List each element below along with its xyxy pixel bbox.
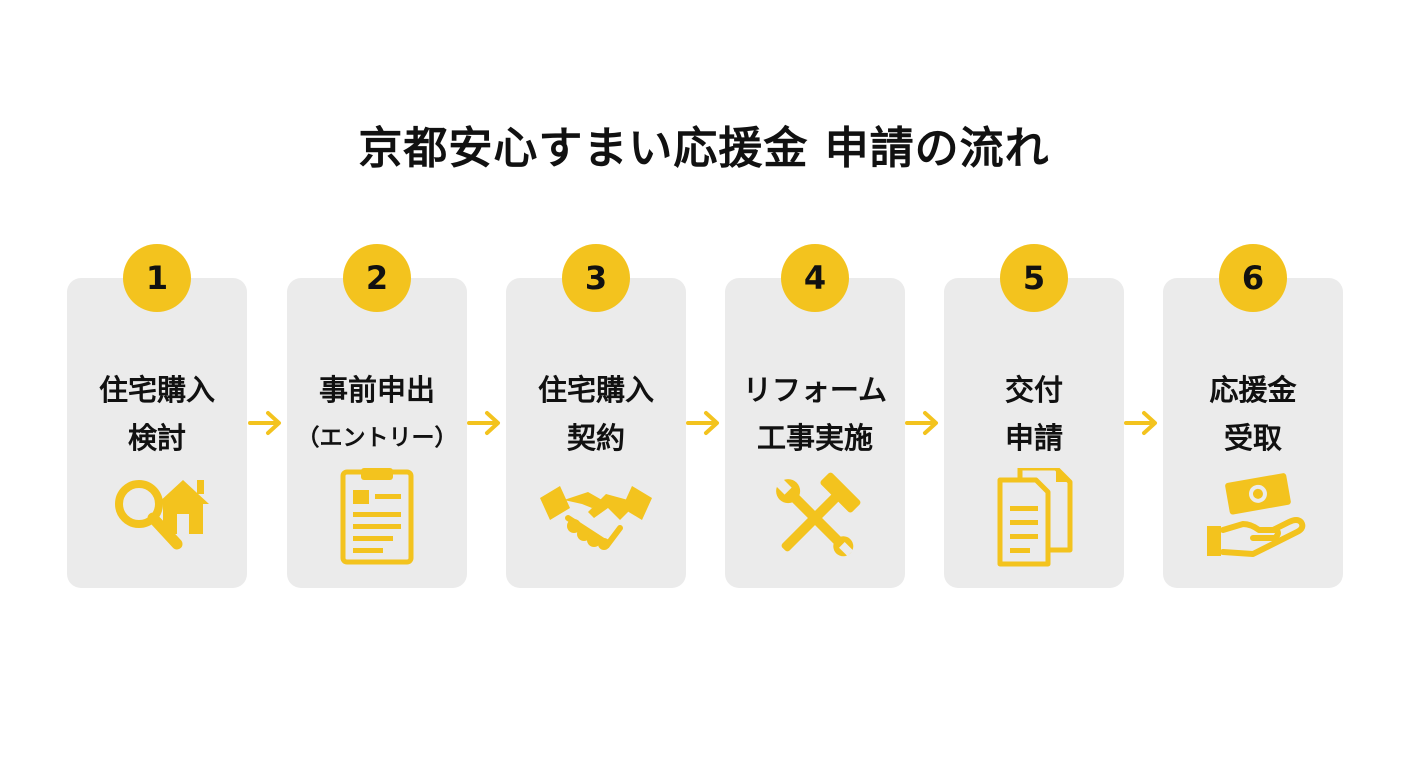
step-label: 交付 申請: [944, 366, 1124, 462]
step-card-6: 6 応援金 受取: [1163, 244, 1343, 588]
handshake-icon: [540, 486, 652, 550]
step-number-badge: 2: [343, 244, 411, 312]
step-card-2: 2 事前申出 （エントリー）: [287, 244, 467, 588]
step-label-line2: 受取: [1223, 421, 1282, 455]
step-label-line1: 応援金: [1209, 373, 1297, 407]
step-label-line2: 検討: [127, 421, 186, 455]
step-label-line1: 事前申出: [318, 373, 435, 407]
step-label-line2: 申請: [1004, 421, 1063, 455]
step-label: リフォーム 工事実施: [725, 366, 905, 462]
step-label-line1: リフォーム: [742, 373, 888, 407]
arrow-right-icon: [905, 411, 938, 435]
step-number-badge: 4: [781, 244, 849, 312]
step-label: 事前申出 （エントリー）: [287, 366, 467, 462]
step-label: 住宅購入 検討: [67, 366, 247, 462]
documents-icon: [997, 468, 1073, 567]
step-label-line1: 住宅購入: [537, 373, 654, 407]
step-number-badge: 6: [1219, 244, 1287, 312]
arrow-right-icon: [686, 411, 719, 435]
arrow-right-icon: [1124, 411, 1157, 435]
step-card-4: 4 リフォーム 工事実施: [725, 244, 905, 588]
step-number-badge: 3: [562, 244, 630, 312]
step-card-1: 1 住宅購入 検討: [67, 244, 247, 588]
step-label-line1: 交付: [1004, 373, 1063, 407]
step-label-line1: 住宅購入: [98, 373, 215, 407]
arrow-right-icon: [467, 411, 500, 435]
step-label: 応援金 受取: [1163, 366, 1343, 462]
tools-icon: [776, 472, 861, 557]
step-number-badge: 5: [1000, 244, 1068, 312]
money-hand-icon: [1207, 473, 1306, 557]
step-label: 住宅購入 契約: [506, 366, 686, 462]
arrow-right-icon: [248, 411, 281, 435]
step-number-badge: 1: [123, 244, 191, 312]
clipboard-icon: [340, 468, 414, 565]
step-card-5: 5 交付 申請: [944, 244, 1124, 588]
search-house-icon: [115, 480, 209, 550]
step-label-line2: 契約: [566, 421, 625, 455]
step-label-line2: 工事実施: [756, 421, 873, 455]
step-label-line2: （エントリー）: [296, 425, 458, 451]
step-card-3: 3 住宅購入 契約: [506, 244, 686, 588]
page-title: 京都安心すまい応援金 申請の流れ: [358, 123, 1050, 174]
